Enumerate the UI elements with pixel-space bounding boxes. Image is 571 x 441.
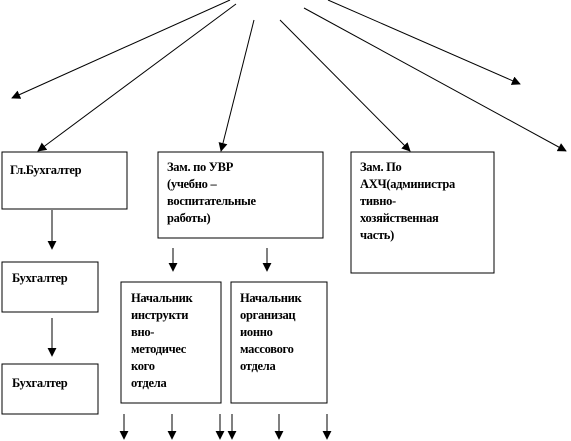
head-instruction-line: Начальник: [131, 291, 194, 305]
head-organization-line: отдела: [240, 359, 276, 373]
arrow-to-deputy-uvr: [218, 19, 255, 152]
head-organization-line: массового: [240, 342, 294, 356]
deputy-uvr-line: работы): [167, 211, 210, 225]
deputy-ahch-label: Зам. По АХЧ(администра тивно- хозяйствен…: [360, 160, 458, 242]
node-head-organization: Начальник организац ионно массового отде…: [230, 281, 328, 404]
head-instruction-line: методичес: [131, 342, 187, 356]
node-deputy-ahch: Зам. По АХЧ(администра тивно- хозяйствен…: [350, 151, 495, 274]
deputy-uvr-line: Зам. по УВР: [167, 160, 234, 174]
head-organization-label: Начальник организац ионно массового отде…: [240, 291, 304, 373]
head-instruction-line: вно-: [131, 325, 154, 339]
top-arrows: [11, 0, 567, 152]
deputy-uvr-line: (учебно –: [167, 177, 217, 191]
chief-accountant-line: Гл.Бухгалтер: [10, 163, 82, 177]
head-instruction-line: кого: [131, 359, 155, 373]
deputy-ahch-line: хозяйственная: [360, 211, 439, 225]
head-instruction-line: отдела: [131, 376, 167, 390]
deputy-uvr-label: Зам. по УВР (учебно – воспитательные раб…: [167, 160, 259, 225]
accountant-1-label: Бухгалтер: [12, 271, 68, 285]
deputy-uvr-line: воспитательные: [167, 194, 256, 208]
arrow-to-deputy-ahch: [279, 19, 411, 152]
head-instruction-label: Начальник инструкти вно- методичес кого …: [131, 291, 195, 390]
accountant-2-box: [1, 363, 99, 415]
head-organization-box: [230, 281, 328, 404]
deputy-ahch-line: тивно-: [360, 194, 396, 208]
deputy-uvr-box: [157, 151, 324, 239]
head-organization-line: ионно: [240, 325, 273, 339]
accountant-2-label: Бухгалтер: [12, 376, 68, 390]
arrow-to-chief-accountant: [37, 3, 237, 152]
head-instruction-box: [120, 281, 222, 404]
node-chief-accountant: Гл.Бухгалтер: [1, 151, 128, 210]
head-instruction-line: инструкти: [131, 308, 188, 322]
node-deputy-uvr: Зам. по УВР (учебно – воспитательные раб…: [157, 151, 324, 239]
node-accountant-1: Бухгалтер: [1, 261, 99, 313]
deputy-ahch-box: [350, 151, 495, 274]
deputy-ahch-line: часть): [360, 228, 394, 242]
chief-accountant-box: [1, 151, 128, 210]
deputy-ahch-line: АХЧ(администра: [360, 177, 456, 191]
arrow-to-right-edge: [303, 7, 567, 152]
arrow-to-upper-right: [327, 0, 521, 85]
accountant-2-line: Бухгалтер: [12, 376, 68, 390]
node-head-instruction: Начальник инструкти вно- методичес кого …: [120, 281, 222, 404]
head-organization-line: Начальник: [240, 291, 303, 305]
vertical-arrows: [47, 210, 272, 357]
head-organization-line: организац: [240, 308, 295, 322]
accountant-1-box: [1, 261, 99, 313]
arrow-to-left-edge: [11, 0, 231, 99]
deputy-ahch-line: Зам. По: [360, 160, 402, 174]
node-accountant-2: Бухгалтер: [1, 363, 99, 415]
accountant-1-line: Бухгалтер: [12, 271, 68, 285]
bottom-arrows: [119, 414, 332, 440]
chief-accountant-label: Гл.Бухгалтер: [10, 163, 82, 177]
